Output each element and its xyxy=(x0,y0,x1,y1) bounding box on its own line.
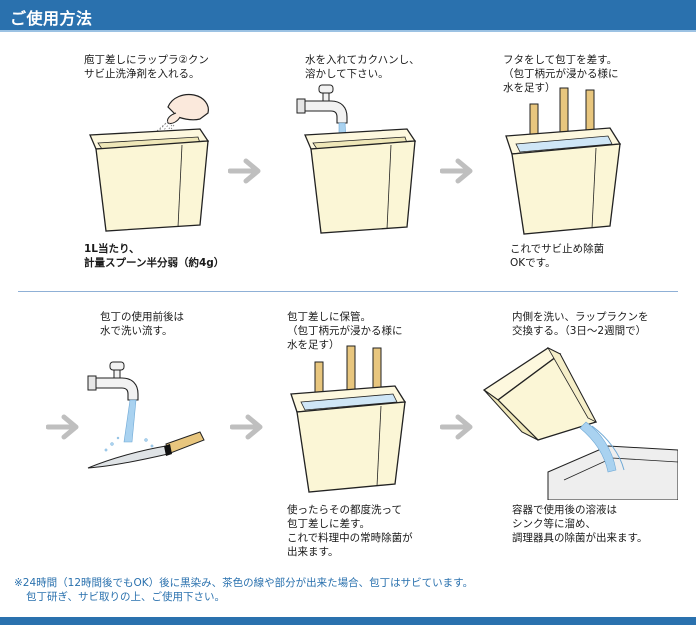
step2-top-caption: 水を入れてカクハンし、 溶かして下さい。 xyxy=(305,53,420,81)
caption-line: 庖丁差しにラップラ②クン xyxy=(84,54,209,66)
caption-line: 容器で使用後の溶液は xyxy=(512,504,617,516)
caption-line: 1L当たり、 xyxy=(84,243,140,255)
footer-note: ※24時間（12時間後でもOK）後に黒染み、茶色の線や部分が出来た場合、包丁はサ… xyxy=(14,576,473,604)
step4-top-caption: 包丁の使用前後は 水で洗い流す。 xyxy=(100,310,184,338)
step5-container-knives-illustration xyxy=(290,345,407,493)
header-bar: ご使用方法 xyxy=(0,0,696,30)
caption-line: OKです。 xyxy=(510,257,556,269)
page-title: ご使用方法 xyxy=(10,9,93,28)
caption-line: 計量スプーン半分弱（約4g） xyxy=(84,257,225,269)
footer-bar xyxy=(0,617,696,625)
step5-top-caption: 包丁差しに保管。 （包丁柄元が浸かる様に 水を足す） xyxy=(287,310,403,352)
step2-faucet-container-illustration xyxy=(296,84,417,234)
header-underline xyxy=(0,30,696,32)
caption-line: 包丁の使用前後は xyxy=(100,311,184,323)
caption-line: フタをして包丁を差す。 xyxy=(503,54,618,66)
step3-bottom-caption: これでサビ止め除菌 OKです。 xyxy=(510,242,604,270)
caption-line: これで料理中の常時除菌が xyxy=(287,532,413,544)
step6-bottom-caption: 容器で使用後の溶液は シンク等に溜め、 調理器具の除菌が出来ます。 xyxy=(512,503,647,545)
step5-bottom-caption: 使ったらその都度洗って 包丁差しに差す。 これで料理中の常時除菌が 出来ます。 xyxy=(287,503,413,559)
arrow-right-icon xyxy=(46,414,79,440)
step1-container-illustration xyxy=(89,93,210,232)
arrow-right-icon xyxy=(440,158,473,184)
caption-line: 水を入れてカクハンし、 xyxy=(305,54,420,66)
caption-line: これでサビ止め除菌 xyxy=(510,243,605,255)
arrow-right-icon xyxy=(228,158,261,184)
step3-container-knives-illustration xyxy=(505,87,622,235)
arrow-right-icon xyxy=(230,414,263,440)
caption-line: 内側を洗い、ラップラクンを xyxy=(512,311,649,323)
caption-line: 使ったらその都度洗って xyxy=(287,504,402,516)
arrow-right-icon xyxy=(440,414,473,440)
step1-top-caption: 庖丁差しにラップラ②クン サビ止洗浄剤を入れる。 xyxy=(84,53,209,81)
caption-line: （包丁柄元が浸かる様に xyxy=(287,325,403,337)
caption-line: 水で洗い流す。 xyxy=(100,325,173,337)
caption-line: シンク等に溜め、 xyxy=(512,518,596,530)
caption-line: 水を足す） xyxy=(287,339,340,351)
footer-line: 包丁研ぎ、サビ取りの上、ご使用下さい。 xyxy=(26,591,225,603)
step1-bottom-caption: 1L当たり、 計量スプーン半分弱（約4g） xyxy=(84,242,224,270)
caption-line: （包丁柄元が浸かる様に xyxy=(503,68,619,80)
caption-line: サビ止洗浄剤を入れる。 xyxy=(84,68,200,80)
caption-line: 出来ます。 xyxy=(287,546,339,558)
step4-wash-knife-illustration xyxy=(87,361,205,469)
caption-line: 水を足す） xyxy=(503,82,556,94)
caption-line: 包丁差しに保管。 xyxy=(287,311,371,323)
caption-line: 包丁差しに差す。 xyxy=(287,518,370,530)
caption-line: 調理器具の除菌が出来ます。 xyxy=(512,532,648,544)
caption-line: 溶かして下さい。 xyxy=(305,68,389,80)
caption-line: 交換する。（3日～2週間で） xyxy=(512,325,647,337)
step3-top-caption: フタをして包丁を差す。 （包丁柄元が浸かる様に 水を足す） xyxy=(503,53,619,95)
step6-pour-sink-illustration xyxy=(482,347,678,500)
footer-line: ※24時間（12時間後でもOK）後に黒染み、茶色の線や部分が出来た場合、包丁はサ… xyxy=(14,577,474,589)
row-divider xyxy=(18,291,678,292)
step6-top-caption: 内側を洗い、ラップラクンを 交換する。（3日～2週間で） xyxy=(512,310,649,338)
